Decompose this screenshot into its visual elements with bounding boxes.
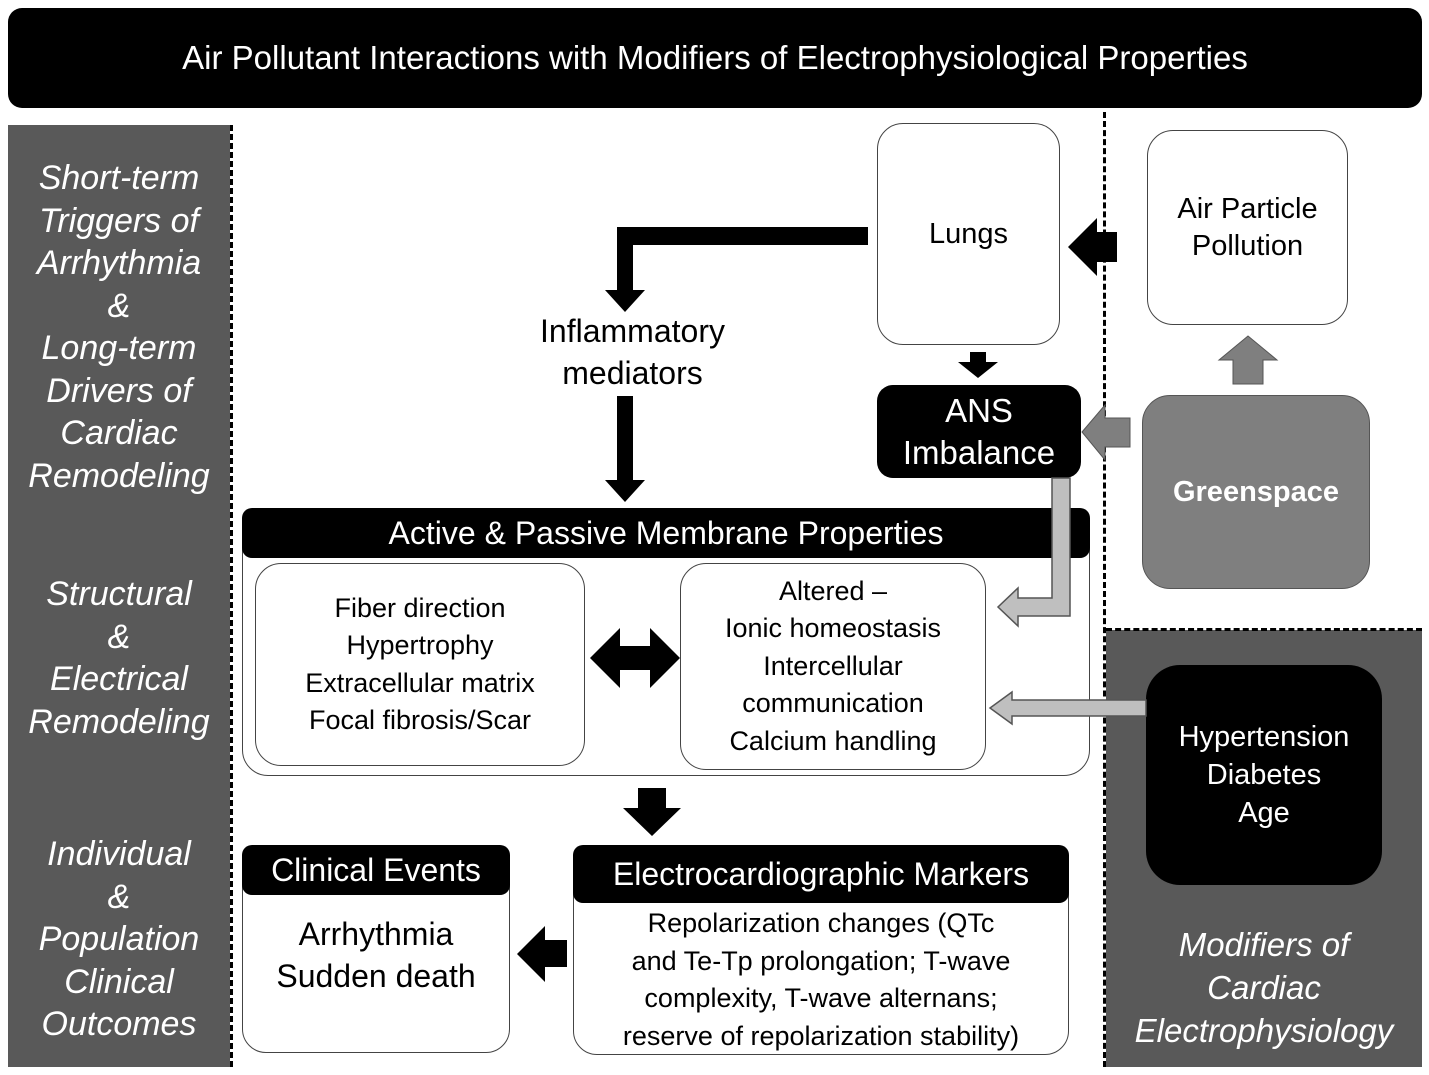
ecg-body: Repolarization changes (QTc and Te-Tp pr…	[622, 908, 1020, 1051]
membrane-header: Active & Passive Membrane Properties	[242, 508, 1090, 558]
greenspace-box: Greenspace	[1142, 395, 1370, 589]
risk-modifiers-box: Hypertension Diabetes Age	[1146, 665, 1382, 885]
modifiers-to-altered-arrow	[988, 690, 1147, 726]
pollution-to-lungs-arrow	[1068, 218, 1117, 276]
remodeling-label: Structural & Electrical Remodeling	[28, 575, 210, 741]
clinical-header: Clinical Events	[242, 845, 510, 895]
altered-box: Altered – Ionic homeostasis Intercellula…	[680, 563, 986, 770]
ecg-header: Electrocardiographic Markers	[573, 845, 1069, 903]
membrane-to-ecg-arrow	[623, 788, 681, 836]
diagram-title: Air Pollutant Interactions with Modifier…	[8, 8, 1422, 108]
structural-box: Fiber direction Hypertrophy Extracellula…	[255, 563, 585, 766]
lungs-to-ans-arrow	[958, 352, 998, 378]
inflammatory-label: Inflammatory mediators	[540, 313, 725, 391]
lungs-box: Lungs	[877, 123, 1060, 345]
structural-altered-double-arrow	[590, 628, 680, 688]
left-divider	[230, 125, 233, 1067]
ans-to-altered-arrow	[996, 477, 1071, 628]
ans-imbalance-box: ANS Imbalance	[877, 385, 1081, 478]
greenspace-to-ans-arrow	[1081, 403, 1131, 462]
modifiers-caption: Modifiers of Cardiac Electrophysiology	[1134, 925, 1394, 1049]
ecg-to-clinical-arrow	[517, 926, 567, 982]
left-panel: Short-term Triggers of Arrhythmia & Long…	[8, 125, 230, 1067]
air-pollution-box: Air Particle Pollution	[1147, 130, 1348, 325]
triggers-label: Short-term Triggers of Arrhythmia & Long…	[28, 159, 210, 495]
greenspace-to-pollution-arrow	[1217, 335, 1279, 385]
right-divider	[1103, 112, 1106, 1067]
lungs-to-inflammatory-arrow	[605, 227, 868, 312]
inflammatory-to-membrane-arrow	[605, 396, 645, 502]
outcomes-label: Individual & Population Clinical Outcome…	[38, 835, 200, 1043]
modifiers-divider	[1106, 628, 1422, 631]
clinical-body: Arrhythmia Sudden death	[276, 916, 476, 994]
